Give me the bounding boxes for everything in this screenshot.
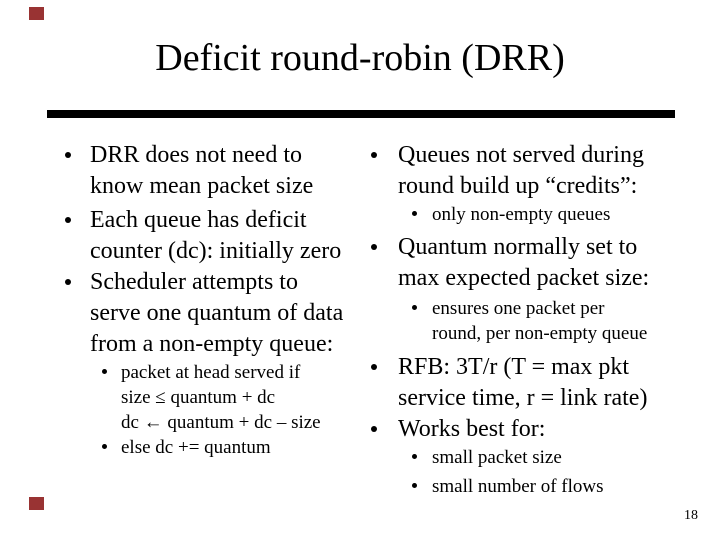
- bullet-text: packet at head served if size ≤ quantum …: [121, 360, 372, 435]
- bullet-dot-icon: [371, 364, 377, 370]
- bullet-item: Quantum normally set to max expected pac…: [366, 232, 706, 294]
- sub-bullet-item: ensures one packet per round, per non-em…: [408, 296, 706, 346]
- slide-title: Deficit round-robin (DRR): [155, 37, 565, 79]
- bullet-item: RFB: 3T/r (T = max pkt service time, r =…: [366, 352, 706, 414]
- bullet-item: Each queue has deficit counter (dc): ini…: [60, 205, 372, 267]
- sub-bullet-item: small packet size: [408, 445, 706, 470]
- bullet-line: ensures one packet per: [432, 298, 605, 319]
- bullet-dot-icon: [371, 152, 377, 158]
- bullet-line: small packet size: [432, 447, 562, 468]
- bullet-dot-icon: [102, 444, 107, 449]
- bullet-text: Each queue has deficit counter (dc): ini…: [90, 205, 372, 267]
- bullet-dot-icon: [412, 305, 417, 310]
- bullet-line: DRR does not need to: [90, 142, 302, 168]
- bullet-dot-icon: [371, 244, 377, 250]
- bullet-item: Works best for:: [366, 414, 706, 445]
- bullet-line: RFB: 3T/r (T = max pkt: [398, 354, 630, 380]
- bullet-line: small number of flows: [432, 476, 604, 497]
- bullet-text: Works best for:: [398, 414, 706, 445]
- left-column: DRR does not need to know mean packet si…: [60, 140, 372, 460]
- bullet-line: know mean packet size: [90, 173, 314, 199]
- bullet-line: Queues not served during: [398, 142, 644, 168]
- bullet-line: else dc += quantum: [121, 437, 271, 458]
- bullet-line: packet at head served if: [121, 362, 301, 383]
- bullet-text: ensures one packet per round, per non-em…: [432, 296, 706, 346]
- page-number: 18: [684, 508, 698, 523]
- right-column: Queues not served during round build up …: [366, 140, 706, 499]
- bullet-dot-icon: [102, 369, 107, 374]
- bullet-line: Each queue has deficit: [90, 207, 307, 233]
- bullet-text: DRR does not need to know mean packet si…: [90, 140, 372, 202]
- bullet-dot-icon: [65, 217, 71, 223]
- bullet-line: service time, r = link rate): [398, 385, 648, 411]
- bullet-text: Queues not served during round build up …: [398, 140, 706, 202]
- bullet-line: Quantum normally set to: [398, 234, 638, 260]
- bullet-item: DRR does not need to know mean packet si…: [60, 140, 372, 202]
- bullet-text: small number of flows: [432, 474, 706, 499]
- bullet-dot-icon: [412, 454, 417, 459]
- bullet-text: only non-empty queues: [432, 202, 706, 227]
- bullet-line: round, per non-empty queue: [432, 323, 648, 344]
- bullet-dot-icon: [65, 279, 71, 285]
- bullet-line: serve one quantum of data: [90, 300, 344, 326]
- bullet-line: size ≤ quantum + dc: [121, 387, 276, 408]
- red-square-decoration-bottom: [29, 497, 44, 510]
- red-square-decoration-top: [29, 7, 44, 20]
- bullet-item: Scheduler attempts to serve one quantum …: [60, 267, 372, 360]
- bullet-line: Scheduler attempts to: [90, 269, 298, 295]
- bullet-dot-icon: [412, 483, 417, 488]
- title-divider: [47, 110, 675, 118]
- sub-bullet-item: small number of flows: [408, 474, 706, 499]
- bullet-dot-icon: [65, 152, 71, 158]
- bullet-item: Queues not served during round build up …: [366, 140, 706, 202]
- bullet-line: counter (dc): initially zero: [90, 238, 342, 264]
- bullet-text: Scheduler attempts to serve one quantum …: [90, 267, 372, 360]
- sub-bullet-item: packet at head served if size ≤ quantum …: [98, 360, 372, 435]
- sub-bullet-item: only non-empty queues: [408, 202, 706, 227]
- bullet-dot-icon: [371, 426, 377, 432]
- sub-bullet-item: else dc += quantum: [98, 435, 372, 460]
- bullet-line: Works best for:: [398, 416, 546, 442]
- bullet-dot-icon: [412, 211, 417, 216]
- bullet-line: dc ← quantum + dc – size: [121, 412, 321, 433]
- bullet-line: max expected packet size:: [398, 265, 650, 291]
- bullet-text: small packet size: [432, 445, 706, 470]
- bullet-line: only non-empty queues: [432, 204, 611, 225]
- bullet-line: from a non-empty queue:: [90, 331, 334, 357]
- bullet-line: round build up “credits”:: [398, 173, 638, 199]
- bullet-text: RFB: 3T/r (T = max pkt service time, r =…: [398, 352, 706, 414]
- bullet-text: else dc += quantum: [121, 435, 372, 460]
- bullet-text: Quantum normally set to max expected pac…: [398, 232, 706, 294]
